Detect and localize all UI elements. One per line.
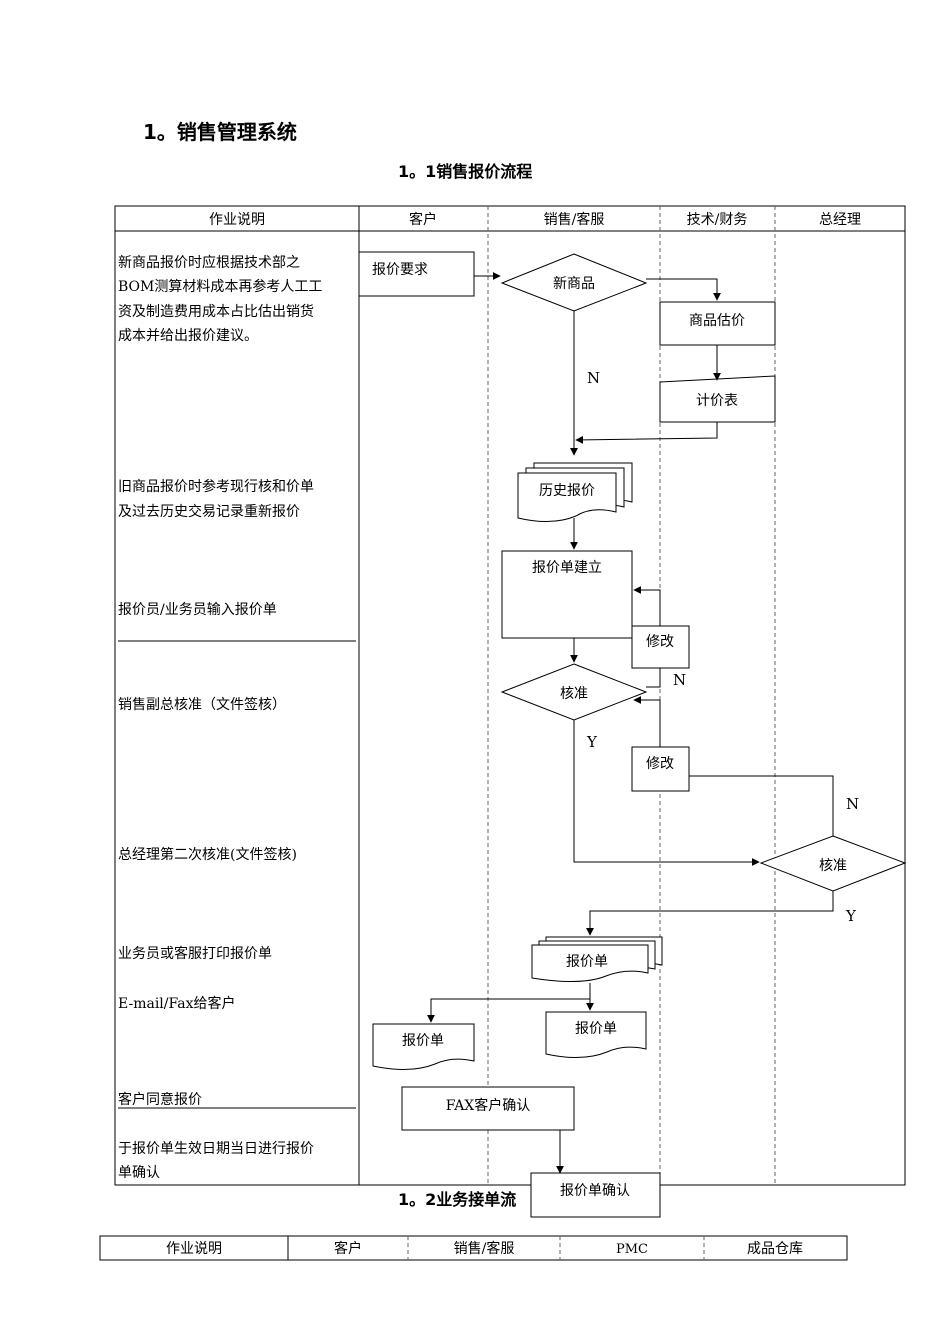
node-approve-2-label: 核准 (819, 858, 847, 874)
edge-approve1-yes-to-approve2 (573, 720, 760, 866)
node-quote-print (531, 944, 649, 983)
node-quote-customer (372, 1023, 475, 1070)
edge-approve2-yes-to-print (586, 891, 834, 936)
desc-send-customer: E-mail/Fax给客户 (118, 995, 236, 1012)
node-price-sheet-label: 计价表 (696, 393, 738, 409)
edge-pricesheet-to-history (575, 422, 718, 444)
flow2-col-customer: 客户 (334, 1240, 362, 1257)
node-modify-1 (631, 625, 690, 669)
desc-old-product-line1: 旧商品报价时参考现行核和价单 (118, 478, 314, 495)
edge-new-to-estimate (646, 278, 721, 301)
node-history-label: 历史报价 (539, 483, 595, 499)
node-quote-request-label: 报价要求 (372, 262, 428, 278)
node-quote-confirm (530, 1172, 661, 1218)
edge-approve2-no-to-modify2 (689, 775, 834, 836)
node-quote-print-label: 报价单 (566, 954, 608, 970)
edge-modify2-to-approve1 (633, 696, 661, 747)
flow1-table-frame (114, 205, 906, 1186)
desc-input-quote: 报价员/业务员输入报价单 (118, 602, 277, 618)
flow2-title: 1。2业务接单流 (398, 1190, 516, 1209)
node-quote-archive (545, 1011, 647, 1058)
flow1-title: 1。1销售报价流程 (398, 162, 533, 181)
desc-old-product-line2: 及过去历史交易记录重新报价 (118, 503, 300, 520)
flow2-col-pmc: PMC (616, 1242, 648, 1257)
desc-confirm-line1: 于报价单生效日期当日进行报价 (118, 1141, 314, 1157)
node-new-product-label: 新商品 (553, 276, 595, 292)
node-fax-confirm (401, 1086, 575, 1131)
desc-gm-approval: 总经理第二次核准(文件签核) (118, 846, 297, 863)
desc-new-product-line4: 成本并给出报价建议。 (118, 328, 258, 344)
node-price-sheet (659, 375, 776, 423)
node-estimate (659, 301, 776, 346)
section-title: 1。销售管理系统 (143, 120, 297, 144)
label-approve2-yes: Y (845, 907, 857, 925)
flow2-col-warehouse: 成品仓库 (747, 1241, 803, 1257)
label-new-no: N (587, 369, 600, 387)
col-header-desc: 作业说明 (209, 212, 265, 228)
flow2-table-header (99, 1235, 848, 1261)
desc-new-product-line1: 新商品报价时应根据技术部之 (118, 254, 300, 271)
node-quote-customer-label: 报价单 (402, 1033, 444, 1049)
node-modify-2-label: 修改 (646, 756, 674, 772)
edge-print-to-customer (427, 983, 591, 1023)
node-quote-confirm-label: 报价单确认 (560, 1183, 630, 1199)
edge-modify1-to-create (633, 586, 661, 626)
edge-approve1-no-to-modify1 (646, 668, 661, 688)
col-header-tech: 技术/财务 (687, 212, 748, 228)
desc-new-product-line3: 资及制造费用成本占比估出销货 (118, 303, 314, 320)
node-fax-confirm-label: FAX客户确认 (446, 1097, 531, 1114)
node-create-quote-label: 报价单建立 (532, 560, 602, 576)
desc-new-product-line2: BOM测算材料成本再参考人工工 (118, 278, 322, 295)
col-header-gm: 总经理 (819, 212, 861, 228)
col-header-sales: 销售/客服 (544, 211, 605, 228)
node-estimate-label: 商品估价 (689, 313, 745, 329)
col-header-customer: 客户 (409, 211, 437, 228)
label-approve2-no: N (846, 795, 859, 813)
node-quote-request (358, 251, 475, 297)
node-create-quote (501, 550, 633, 639)
label-approve1-no: N (673, 671, 686, 689)
node-modify-1-label: 修改 (646, 634, 674, 650)
desc-print-quote: 业务员或客服打印报价单 (118, 945, 272, 962)
node-approve-1-label: 核准 (560, 686, 588, 702)
flow2-col-sales: 销售/客服 (454, 1240, 515, 1257)
desc-confirm-line2: 单确认 (118, 1165, 160, 1181)
label-approve1-yes: Y (586, 733, 598, 751)
node-quote-archive-label: 报价单 (575, 1021, 617, 1037)
desc-customer-agree: 客户同意报价 (118, 1091, 202, 1108)
node-modify-2 (631, 746, 690, 792)
flow2-col-desc: 作业说明 (166, 1241, 222, 1257)
desc-vp-approval: 销售副总核准（文件签核） (118, 696, 286, 713)
node-history (517, 472, 617, 522)
